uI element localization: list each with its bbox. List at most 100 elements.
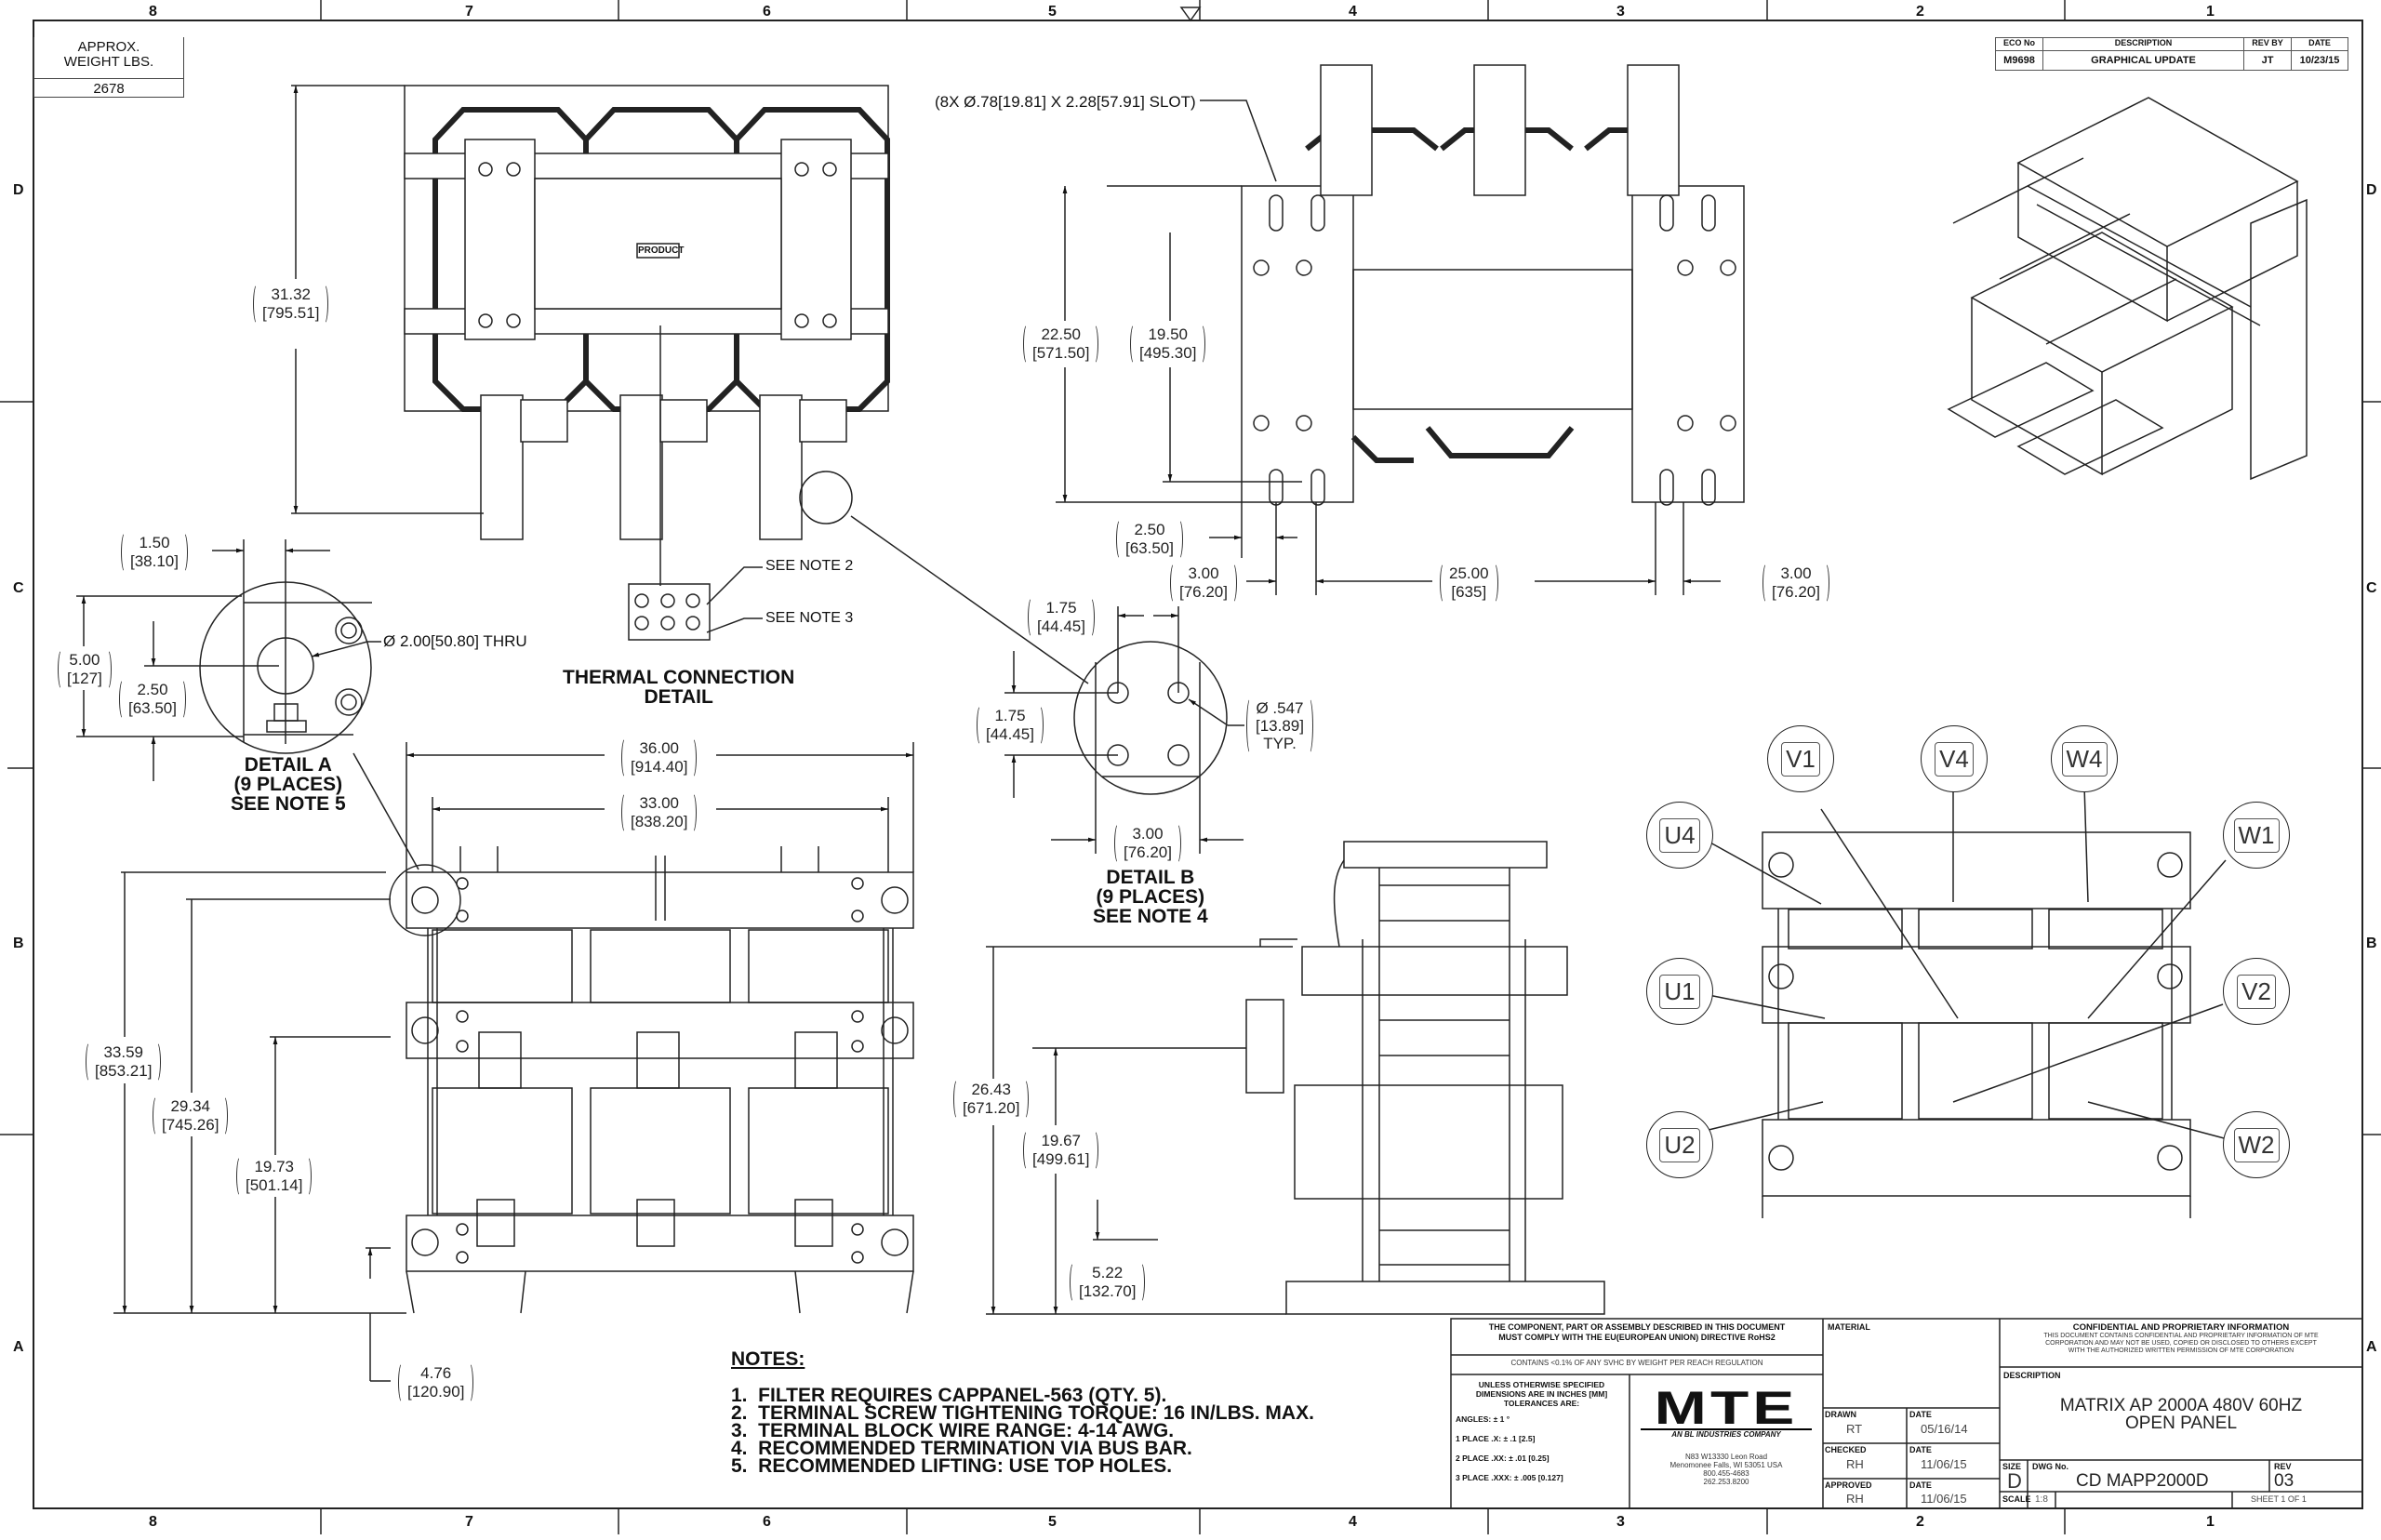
drawn-date: 05/16/14 (1921, 1422, 1968, 1436)
revision-block: ECO No DESCRIPTION REV BY DATE M9698 GRA… (1995, 37, 2348, 71)
dim-3-00-side-left: 3.00[76.20] (1170, 563, 1237, 604)
scale-label: SCALE (2002, 1494, 2031, 1504)
zone-col-6-bottom: 6 (763, 1514, 771, 1530)
zone-row-a-right: A (2366, 1339, 2377, 1355)
revision-number: 03 (2274, 1471, 2295, 1491)
isometric-view (1947, 97, 2308, 481)
zone-row-d-right: D (2366, 182, 2377, 198)
dim-2-50-detail-a: 2.50[63.50] (119, 679, 186, 720)
side-view-top (1056, 64, 1745, 595)
terminal-balloon-v2: V2 (2223, 958, 2290, 1025)
dim-1-50-detail-a: 1.50[38.10] (121, 532, 188, 573)
drawn-date-label: DATE (1909, 1410, 1932, 1419)
title-block-frame (1450, 1318, 2363, 1509)
weight-label: APPROX. WEIGHT LBS. (34, 37, 183, 79)
zone-col-1-bottom: 1 (2206, 1514, 2215, 1530)
approved-by: RH (1846, 1492, 1864, 1506)
rev-header-eco: ECO No (1996, 38, 2043, 50)
notes-title: NOTES: (731, 1348, 805, 1370)
terminal-view (1708, 785, 2228, 1218)
zone-col-5-bottom: 5 (1048, 1514, 1057, 1530)
dwg-no-label: DWG No. (2032, 1462, 2068, 1471)
dim-26-43: 26.43[671.20] (953, 1079, 1030, 1120)
sheet-border (33, 20, 2363, 1509)
zone-row-b-left: B (13, 936, 24, 951)
terminal-balloon-v1: V1 (1767, 725, 1834, 792)
slot-callout: (8X Ø.78[19.81] X 2.28[57.91] SLOT) (935, 93, 1196, 111)
dim-3-00-detail-b: 3.00[76.20] (1114, 823, 1181, 864)
dim-1-75-detail-b-h: 1.75[44.45] (1028, 597, 1095, 638)
see-note-3-callout: SEE NOTE 3 (765, 610, 854, 626)
rev-by: JT (2244, 51, 2292, 70)
zone-row-d-left: D (13, 182, 24, 198)
zone-col-8-top: 8 (149, 4, 157, 20)
sheet-number: SHEET 1 OF 1 (2251, 1494, 2307, 1504)
mte-logo-mark: MTE (1654, 1382, 1799, 1434)
zone-col-6-top: 6 (763, 4, 771, 20)
product-label: PRODUCT (638, 246, 685, 256)
weight-box: APPROX. WEIGHT LBS. 2678 (33, 37, 184, 98)
zone-col-5-top: 5 (1048, 4, 1057, 20)
side-view-bottom (986, 841, 1605, 1315)
rev-date: 10/23/15 (2299, 55, 2340, 66)
terminal-balloon-u1: U1 (1646, 958, 1713, 1025)
dim-36-00: 36.00[914.40] (621, 737, 698, 778)
terminal-balloon-v4: V4 (1921, 725, 1988, 792)
dim-5-22: 5.22[132.70] (1070, 1262, 1146, 1303)
top-view (291, 85, 1089, 684)
material-label: MATERIAL (1828, 1322, 1870, 1332)
drawn-label: DRAWN (1825, 1410, 1856, 1419)
dim-1-75-detail-b-v: 1.75[44.45] (977, 705, 1044, 746)
rev-header-desc: DESCRIPTION (2043, 38, 2244, 50)
mte-logo-subtitle: AN BL INDUSTRIES COMPANY (1641, 1428, 1812, 1439)
zone-col-8-bottom: 8 (149, 1514, 157, 1530)
terminal-balloon-u2: U2 (1646, 1111, 1713, 1178)
terminal-balloon-w1: W1 (2223, 802, 2290, 869)
terminal-balloon-w2: W2 (2223, 1111, 2290, 1178)
scale-value: 1:8 (2035, 1494, 2048, 1505)
see-note-2-callout: SEE NOTE 2 (765, 558, 854, 574)
dim-19-50: 19.50[495.30] (1130, 324, 1206, 365)
mte-logo: MTE AN BL INDUSTRIES COMPANY (1635, 1385, 1817, 1439)
detail-b-label: DETAIL B(9 PLACES)SEE NOTE 4 (1093, 867, 1208, 927)
dim-4-76: 4.76[120.90] (398, 1362, 474, 1403)
zone-col-7-bottom: 7 (465, 1514, 473, 1530)
zone-col-3-bottom: 3 (1616, 1514, 1625, 1530)
sheet-size: D (2007, 1469, 2022, 1493)
checked-by: RH (1846, 1457, 1864, 1471)
zone-col-4-top: 4 (1349, 4, 1357, 20)
confidential-block: CONFIDENTIAL AND PROPRIETARY INFORMATION… (2043, 1322, 2319, 1354)
drawn-by: RT (1846, 1422, 1863, 1436)
rev-label: REV (2274, 1462, 2292, 1471)
dim-29-34: 29.34[745.26] (153, 1095, 229, 1136)
zone-col-7-top: 7 (465, 4, 473, 20)
dim-2-50-side: 2.50[63.50] (1116, 519, 1183, 560)
dim-5-00-detail-a: 5.00[127] (58, 649, 112, 690)
terminal-balloon-w4: W4 (2051, 725, 2118, 792)
zone-col-3-top: 3 (1616, 4, 1625, 20)
note-5: 5. RECOMMENDED LIFTING: USE TOP HOLES. (731, 1455, 1173, 1477)
approved-date-label: DATE (1909, 1480, 1932, 1490)
weight-value: 2678 (93, 81, 125, 97)
detail-a-drawing (76, 539, 419, 870)
detail-a-hole-callout: Ø 2.00[50.80] THRU (383, 632, 527, 650)
detail-a-label: DETAIL A(9 PLACES)SEE NOTE 5 (231, 754, 346, 815)
reach-statement: CONTAINS <0.1% OF ANY SVHC BY WEIGHT PER… (1510, 1359, 1763, 1367)
front-view (113, 742, 914, 1382)
rev-eco: M9698 (1996, 51, 2043, 70)
note-2: 2. TERMINAL SCREW TIGHTENING TORQUE: 16 … (731, 1402, 1314, 1424)
approved-label: APPROVED (1825, 1480, 1872, 1490)
dim-3-00-side-right: 3.00[76.20] (1762, 563, 1829, 604)
rohs-statement: THE COMPONENT, PART OR ASSEMBLY DESCRIBE… (1488, 1322, 1786, 1342)
zone-col-2-top: 2 (1916, 4, 1924, 20)
description-label: DESCRIPTION (2003, 1371, 2061, 1380)
note-1: 1. FILTER REQUIRES CAPPANEL-563 (QTY. 5)… (731, 1385, 1167, 1406)
size-label: SIZE (2002, 1462, 2022, 1471)
terminal-balloon-u4: U4 (1646, 802, 1713, 869)
